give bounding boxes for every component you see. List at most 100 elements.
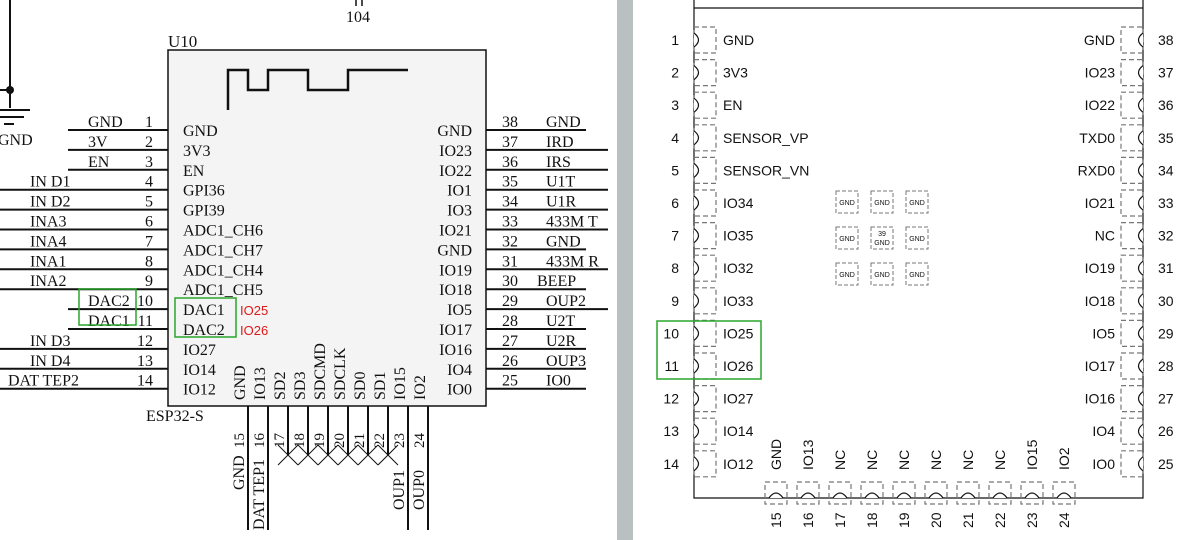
castellation-icon — [1137, 32, 1144, 48]
pad-outline — [860, 481, 884, 505]
pin-name: IO16 — [439, 342, 472, 359]
module-pin-name: NC — [928, 450, 944, 470]
pin-number: 25 — [502, 373, 518, 390]
castellation-icon — [693, 162, 700, 178]
pin-name: GND — [437, 242, 472, 259]
module-pin-name: RXD0 — [1078, 162, 1116, 178]
castellation-icon — [1137, 130, 1144, 146]
module-pin-number: 5 — [671, 162, 679, 178]
pin-number: 7 — [145, 233, 153, 250]
pin-number: 19 — [312, 433, 328, 448]
castellation-icon — [1137, 65, 1144, 81]
pin-number: 22 — [372, 433, 388, 448]
pin-pad — [1020, 481, 1044, 505]
module-pin-name: NC — [896, 450, 912, 470]
castellation-icon — [928, 492, 944, 499]
pin-name: ADC1_CH6 — [183, 223, 263, 240]
pin-number: 12 — [137, 333, 153, 350]
module-pin-number: 27 — [1158, 391, 1174, 407]
pin-name: 3V3 — [183, 143, 211, 160]
pin-pad — [1120, 26, 1144, 54]
pin-pad — [693, 222, 717, 250]
pin-pad — [693, 58, 717, 87]
module-pin-name: IO4 — [1092, 423, 1115, 439]
castellation-icon — [992, 492, 1008, 499]
gnd-pad-label: GND — [874, 240, 890, 247]
module-pin-number: 2 — [671, 65, 679, 81]
pin-number: 2 — [145, 134, 153, 151]
pin-pad — [1120, 254, 1144, 282]
gnd-pad — [905, 226, 929, 250]
pin-name: IO23 — [439, 143, 472, 160]
pin-number: 38 — [502, 114, 518, 131]
pad-outline — [892, 481, 916, 505]
pin-number: 13 — [137, 353, 153, 370]
castellation-icon — [693, 358, 700, 374]
module-pin-number: 36 — [1158, 97, 1174, 113]
no-connect-icon — [357, 444, 379, 466]
antenna-icon — [226, 68, 408, 110]
module-pin-number: 12 — [663, 391, 679, 407]
castellation-icon — [693, 32, 700, 48]
no-connect-icon — [337, 444, 359, 466]
pin-number: 16 — [252, 433, 268, 449]
gnd-pad — [870, 190, 894, 214]
pin-pad — [693, 385, 717, 413]
module-pin-name: IO2 — [1056, 447, 1072, 470]
pin-name: IO15 — [392, 367, 409, 400]
net-label: 433M R — [546, 253, 599, 270]
pad-outline — [1052, 481, 1076, 505]
pin-pad — [1120, 222, 1144, 250]
net-label: GND — [546, 114, 581, 131]
pin-name: GPI36 — [183, 183, 225, 200]
pin-name: DAC2 — [183, 322, 225, 339]
gnd-pad-label: GND — [839, 236, 855, 243]
castellation-icon — [1056, 492, 1072, 499]
pin-number: 9 — [145, 273, 153, 290]
net-label: OUP0 — [411, 470, 428, 510]
module-pin-number: 31 — [1158, 260, 1174, 276]
module-pin-number: 30 — [1158, 293, 1174, 309]
pin-name: GND — [232, 365, 249, 400]
pin-name: ADC1_CH7 — [183, 242, 263, 259]
pin-number: 35 — [502, 174, 518, 191]
castellation-icon — [693, 130, 700, 146]
module-pin-name: IO33 — [723, 293, 754, 309]
net-label: EN — [88, 154, 110, 171]
pin-number: 4 — [145, 174, 153, 191]
net-label: IN D2 — [30, 194, 70, 211]
castellation-icon — [768, 492, 784, 499]
pin-name: SD1 — [372, 372, 389, 400]
pin-number: 29 — [502, 293, 518, 310]
module-pin-name: IO16 — [1085, 391, 1116, 407]
net-label: OUP3 — [546, 353, 586, 370]
chip-ref: U10 — [168, 32, 197, 51]
esp32-schematic: 104GNDU10ESP32-S1GNDGND23V33V3ENEN4GPI36… — [0, 0, 608, 530]
net-label: U2T — [546, 313, 576, 330]
module-pin-number: 15 — [768, 512, 784, 528]
net-label: DAT TEP2 — [8, 373, 79, 390]
module-pin-number: 13 — [663, 423, 679, 439]
pin-name: SD0 — [352, 372, 369, 400]
castellation-icon — [693, 325, 700, 341]
no-connect-icon — [317, 444, 339, 466]
gnd-pad — [870, 262, 894, 286]
module-pin-name: IO5 — [1092, 325, 1115, 341]
module-pin-number: 11 — [664, 358, 679, 374]
net-label: DAC2 — [88, 293, 130, 310]
gnd-pad-number: 39 — [878, 231, 886, 238]
highlight-box-nets — [78, 288, 137, 326]
pin-name: IO13 — [252, 367, 269, 400]
module-pin-number: 26 — [1158, 423, 1174, 439]
pin-name: IO12 — [183, 382, 216, 399]
gnd-pad-label: GND — [839, 200, 855, 207]
module-pin-number: 23 — [1024, 512, 1040, 528]
gnd-pad — [905, 190, 929, 214]
pin-number: 18 — [292, 433, 308, 448]
pin-name: SDCMD — [312, 343, 329, 400]
castellation-icon — [832, 492, 848, 499]
gnd-pad-label: GND — [874, 272, 890, 279]
net-label: INA4 — [30, 233, 66, 250]
gnd-pad — [870, 226, 894, 250]
